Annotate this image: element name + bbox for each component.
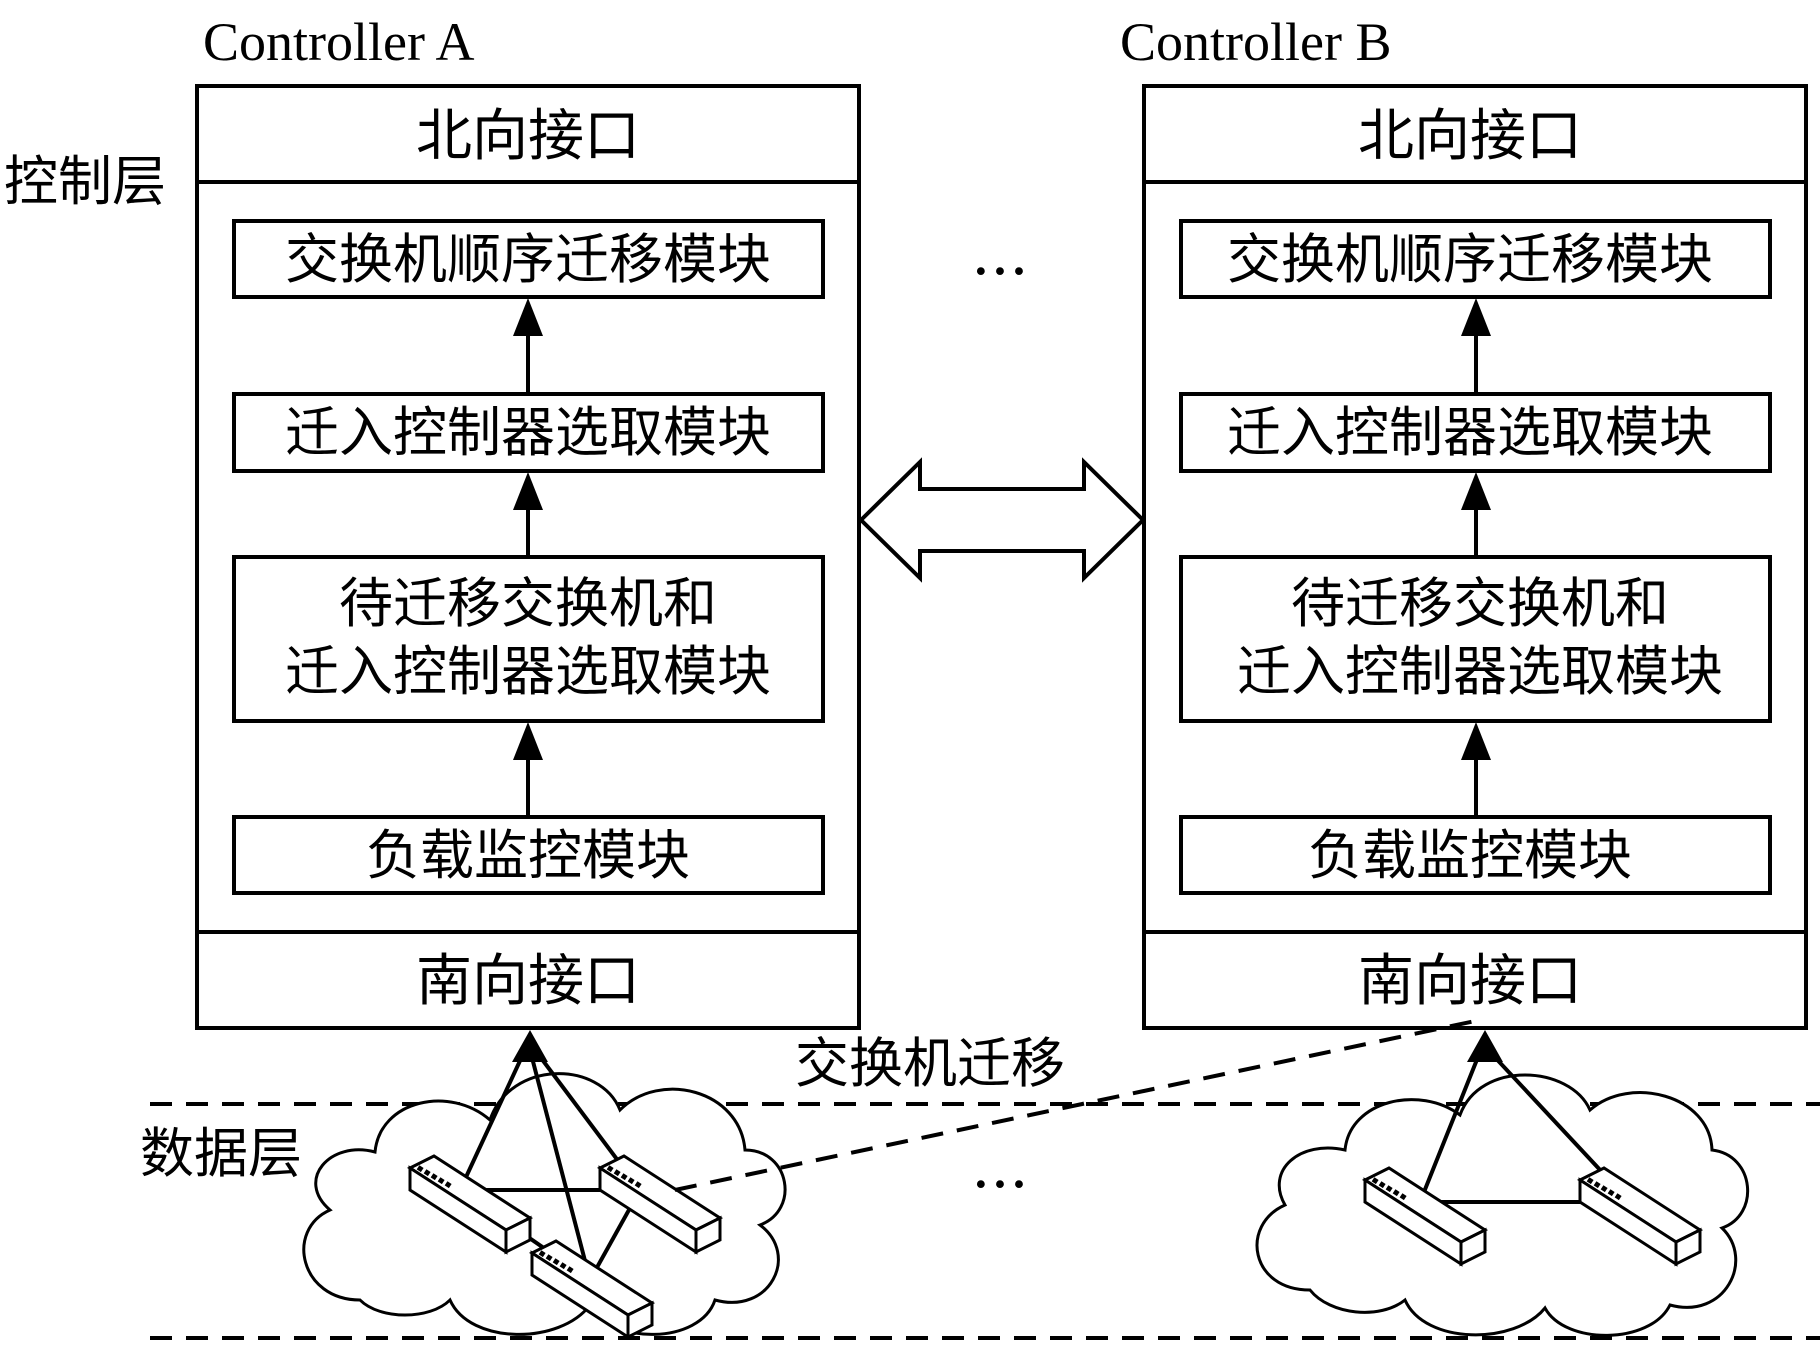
controller-b-title: Controller B [1120,12,1391,72]
network-cloud-b [1255,1073,1749,1337]
data-layer-label: 数据层 [140,1122,302,1185]
controller-a-target-select-module [232,392,825,473]
controller-b-north-interface: 北向接口 [1358,104,1582,169]
controller-a-south-interface: 南向接口 [416,949,640,1014]
controller-a-switch-order-module [232,219,825,299]
network-cloud-a [302,1072,787,1336]
controller-b-pair-select-label-1: 待迁移交换机和 [1291,572,1669,635]
controller-b-target-select-label: 迁入控制器选取模块 [1227,401,1713,464]
ellipsis-bottom: ··· [971,1150,1028,1220]
controller-b-load-monitor-module [1179,815,1772,895]
controller-b: Controller B 北向接口 南向接口 交换机顺序迁移模块 迁入控制器选取… [1120,12,1808,1030]
control-layer-label: 控制层 [4,150,166,213]
controller-a-switch-order-label: 交换机顺序迁移模块 [285,228,771,291]
controller-b-load-monitor-label: 负载监控模块 [1308,824,1632,887]
controller-a-pair-select-module [232,555,825,723]
controller-a-pair-select-label-2: 迁入控制器选取模块 [285,640,771,703]
controller-a-pair-select-label-1: 待迁移交换机和 [339,572,717,635]
controller-b-switch-order-module [1179,219,1772,299]
controller-a-load-monitor-label: 负载监控模块 [366,824,690,887]
controller-a-target-select-label: 迁入控制器选取模块 [285,401,771,464]
switch-migration-label: 交换机迁移 [795,1032,1065,1095]
inter-controller-double-arrow [858,457,1146,583]
switch-migration-link [674,1018,1481,1192]
controller-a-title: Controller A [203,12,474,72]
controller-a: Controller A 北向接口 南向接口 交换机顺序迁移模块 迁入控制器选取… [195,12,861,1030]
controller-a-north-interface: 北向接口 [416,104,640,169]
controller-b-pair-select-module [1179,555,1772,723]
ellipsis-top: ··· [971,237,1028,307]
controller-b-target-select-module [1179,392,1772,473]
controller-b-pair-select-label-2: 迁入控制器选取模块 [1237,640,1723,703]
controller-b-south-interface: 南向接口 [1358,949,1582,1014]
controller-b-switch-order-label: 交换机顺序迁移模块 [1227,228,1713,291]
